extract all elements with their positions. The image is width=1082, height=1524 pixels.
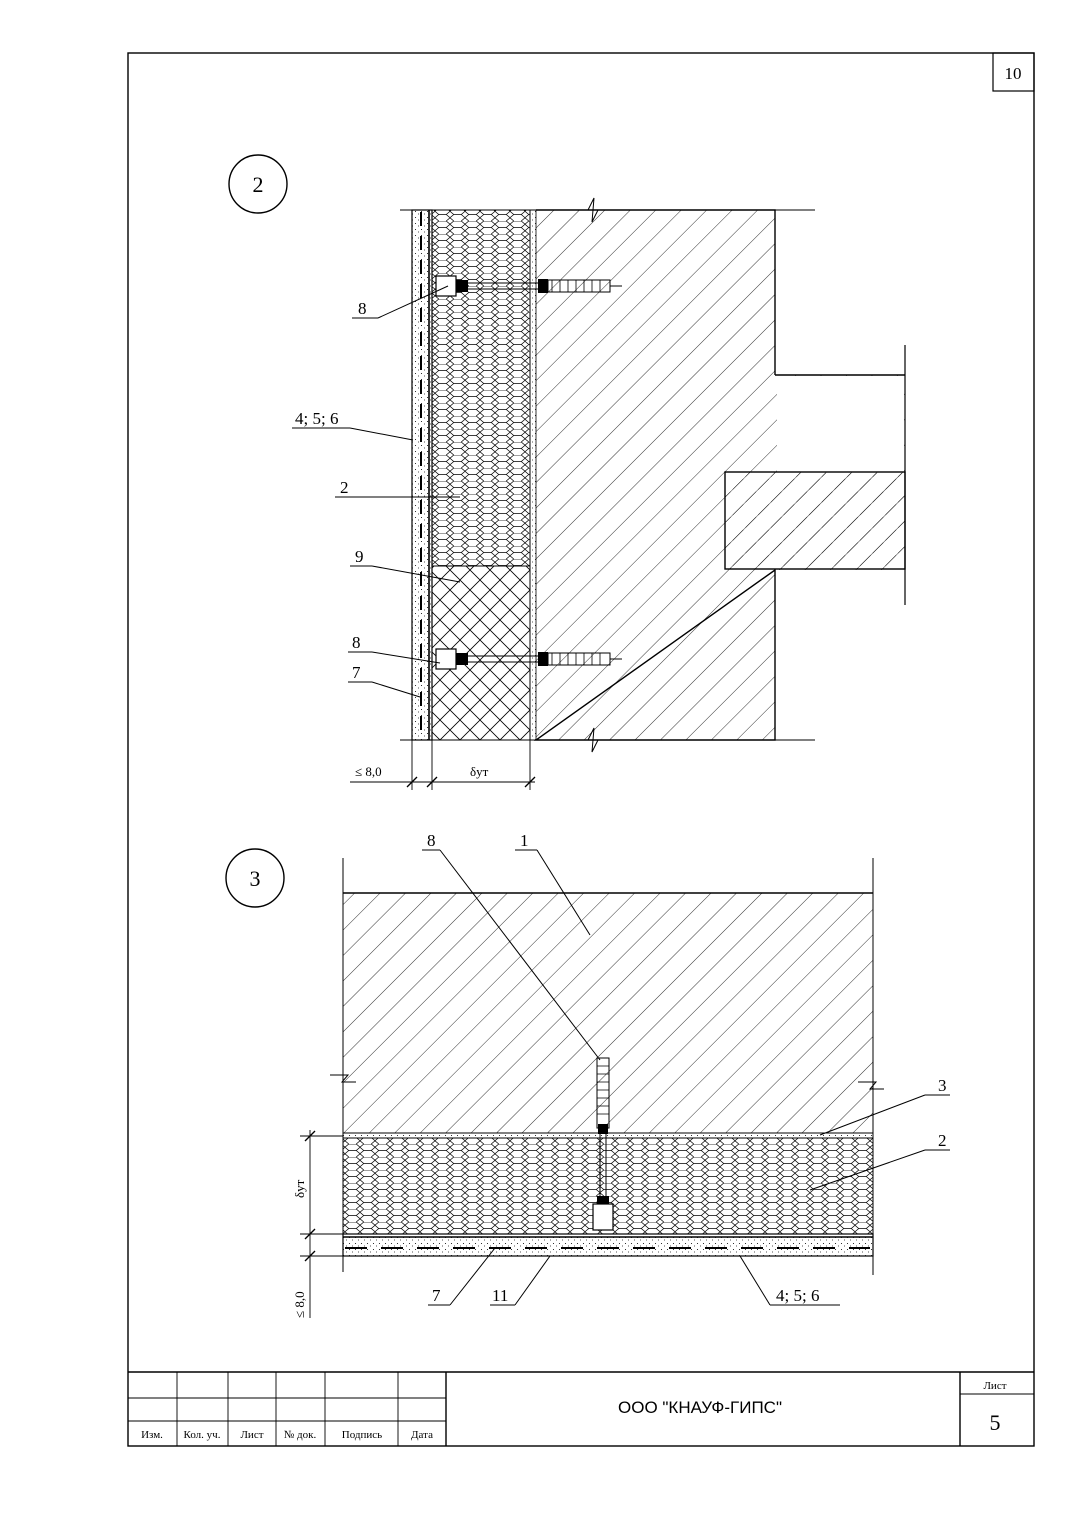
detail-3: 3 8 1 [225,831,950,1318]
detail-2-label-8-upper: 8 [358,299,367,318]
detail-2-marker: 2 [253,172,264,197]
detail-2-dim-plaster: ≤ 8,0 [355,764,382,779]
detail-3-label-11: 11 [492,1286,508,1305]
detail-2-label-8-lower: 8 [352,633,361,652]
detail-2-label-7: 7 [352,663,361,682]
detail-2-label-9: 9 [355,547,364,566]
detail-3-label-4-5-6: 4; 5; 6 [776,1286,819,1305]
detail-2-marker-circle [228,154,288,214]
detail-2-label-2: 2 [340,478,349,497]
col-list: Лист [240,1429,263,1441]
sheet-number-box [992,52,1035,92]
sheet-number-top: 10 [1005,64,1022,83]
dowel-lower-detail-2 [435,648,622,670]
floor-slab-detail-2 [724,471,906,570]
detail-3-label-2: 2 [938,1131,947,1150]
col-doc-no: № док. [284,1429,317,1441]
company-name: ООО "КНАУФ-ГИПС" [618,1398,782,1417]
detail-3-label-8: 8 [427,831,436,850]
sheet-label: Лист [983,1380,1006,1392]
detail-3-dim-plaster: ≤ 8,0 [292,1291,307,1318]
detail-3-marker-circle [225,848,285,908]
detail-3-label-3: 3 [938,1076,947,1095]
col-signature: Подпись [342,1429,382,1441]
col-izm: Изм. [141,1429,163,1441]
col-date: Дата [411,1429,433,1441]
floor-slab-detail-3 [343,893,873,1133]
title-block: Изм. Кол. уч. Лист № док. Подпись Дата О… [128,1371,1034,1446]
dowel-upper-detail-2 [435,275,622,297]
detail-2: 2 [228,154,906,790]
dowel-detail-3 [592,1057,614,1231]
detail-3-label-7: 7 [432,1286,441,1305]
detail-3-marker: 3 [250,866,261,891]
detail-3-dim-insulation: δут [292,1179,307,1198]
detail-3-label-1: 1 [520,831,529,850]
col-kol-uch: Кол. уч. [184,1429,221,1441]
detail-2-dim-insulation: δут [470,764,489,779]
sheet-frame [127,52,1035,1447]
sheet-value: 5 [990,1410,1001,1435]
detail-2-label-4-5-6: 4; 5; 6 [295,409,338,428]
